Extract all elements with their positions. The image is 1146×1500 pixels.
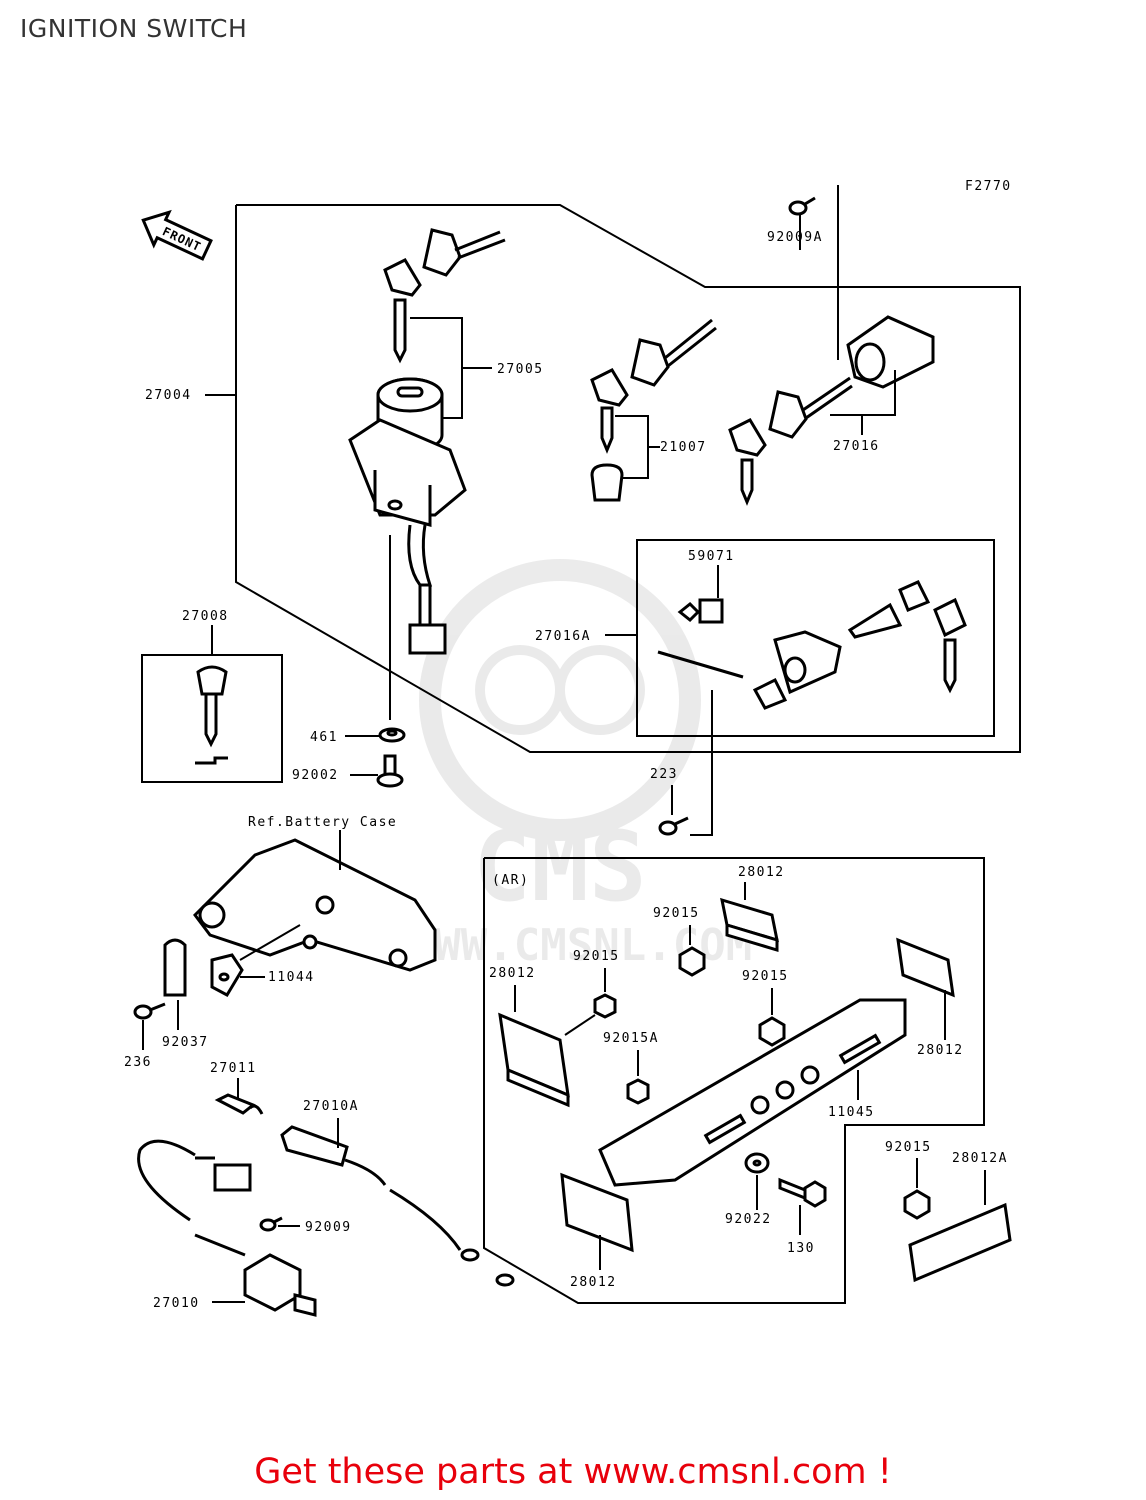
label-27005: 27005 xyxy=(497,362,544,377)
switch-27010A-icon xyxy=(280,1125,515,1287)
screw-92009-icon xyxy=(259,1216,283,1232)
switch-27010-icon xyxy=(243,1253,317,1317)
label-28012A: 28012A xyxy=(952,1151,1008,1166)
label-59071: 59071 xyxy=(688,549,735,564)
label-27016A: 27016A xyxy=(535,629,591,644)
figure-code: F2770 xyxy=(965,179,1012,194)
label-27016: 27016 xyxy=(833,439,880,454)
label-92022: 92022 xyxy=(725,1212,772,1227)
screw-223-icon xyxy=(658,816,689,836)
bolt-92002-icon xyxy=(376,754,404,788)
label-92009: 92009 xyxy=(305,1220,352,1235)
label-236: 236 xyxy=(124,1055,152,1070)
washer-92022-icon xyxy=(744,1152,770,1174)
bracket-11044-icon xyxy=(210,953,244,997)
nut-92015-a-icon xyxy=(678,946,706,977)
key-set-21007-icon xyxy=(590,318,717,502)
ignition-switch-icon xyxy=(348,377,467,655)
group-frame-27016A xyxy=(636,539,995,737)
wire-harness-icon xyxy=(137,1139,252,1257)
reflector-28012-top-icon xyxy=(720,897,779,953)
label-92015-a: 92015 xyxy=(653,906,700,921)
blank-key-27008-icon xyxy=(195,665,228,765)
reflector-28012-left-icon xyxy=(498,1012,570,1108)
clamp-92037-icon xyxy=(163,938,187,997)
label-27008: 27008 xyxy=(182,609,229,624)
nut-92015-b-icon xyxy=(593,993,617,1019)
label-11045: 11045 xyxy=(828,1105,875,1120)
reflector-28012A-icon xyxy=(908,1202,1012,1283)
key-set-27016-icon xyxy=(728,315,935,506)
key-set-27005-icon xyxy=(383,228,506,364)
reflector-28012-bottom-icon xyxy=(560,1172,634,1253)
label-27004: 27004 xyxy=(145,388,192,403)
group-frame-27004 xyxy=(235,204,1021,753)
label-223: 223 xyxy=(650,767,678,782)
bolt-130-icon xyxy=(778,1177,827,1208)
label-92015A: 92015A xyxy=(603,1031,659,1046)
label-92037: 92037 xyxy=(162,1035,209,1050)
label-461: 461 xyxy=(310,730,338,745)
label-27011: 27011 xyxy=(210,1061,257,1076)
bracket-11045-icon xyxy=(598,998,907,1187)
watermark-brand: CMS xyxy=(473,811,646,923)
label-27010: 27010 xyxy=(153,1296,200,1311)
page-title: IGNITION SWITCH xyxy=(20,14,248,43)
battery-case-icon xyxy=(193,838,437,972)
label-21007: 21007 xyxy=(660,440,707,455)
label-28012-top: 28012 xyxy=(738,865,785,880)
nut-92015-c-icon xyxy=(758,1016,786,1047)
label-28012-right: 28012 xyxy=(917,1043,964,1058)
label-28012-bottom: 28012 xyxy=(570,1275,617,1290)
front-arrow-icon: FRONT xyxy=(141,209,213,261)
label-92015-d: 92015 xyxy=(885,1140,932,1155)
label-92002: 92002 xyxy=(292,768,339,783)
screw-92009A-icon xyxy=(788,196,816,216)
label-130: 130 xyxy=(787,1241,815,1256)
label-ar: (AR) xyxy=(492,873,529,888)
label-11044: 11044 xyxy=(268,970,315,985)
group-frame-ar xyxy=(483,857,985,1304)
spring-27011-icon xyxy=(214,1093,264,1115)
seat-lock-27016A-icon xyxy=(657,580,967,710)
label-ref-battery-case: Ref.Battery Case xyxy=(248,815,397,830)
reflector-28012-right-icon xyxy=(896,937,955,998)
label-28012-left: 28012 xyxy=(489,966,536,981)
label-92015-c: 92015 xyxy=(742,969,789,984)
washer-461-icon xyxy=(378,727,406,743)
screw-236-icon xyxy=(133,1002,166,1020)
label-92015-b: 92015 xyxy=(573,949,620,964)
nut-92015-d-icon xyxy=(903,1189,931,1220)
footer-cta-link[interactable]: Get these parts at www.cmsnl.com ! xyxy=(254,1452,892,1492)
label-92009A: 92009A xyxy=(767,230,823,245)
label-27010A: 27010A xyxy=(303,1099,359,1114)
nut-92015A-icon xyxy=(626,1078,650,1105)
